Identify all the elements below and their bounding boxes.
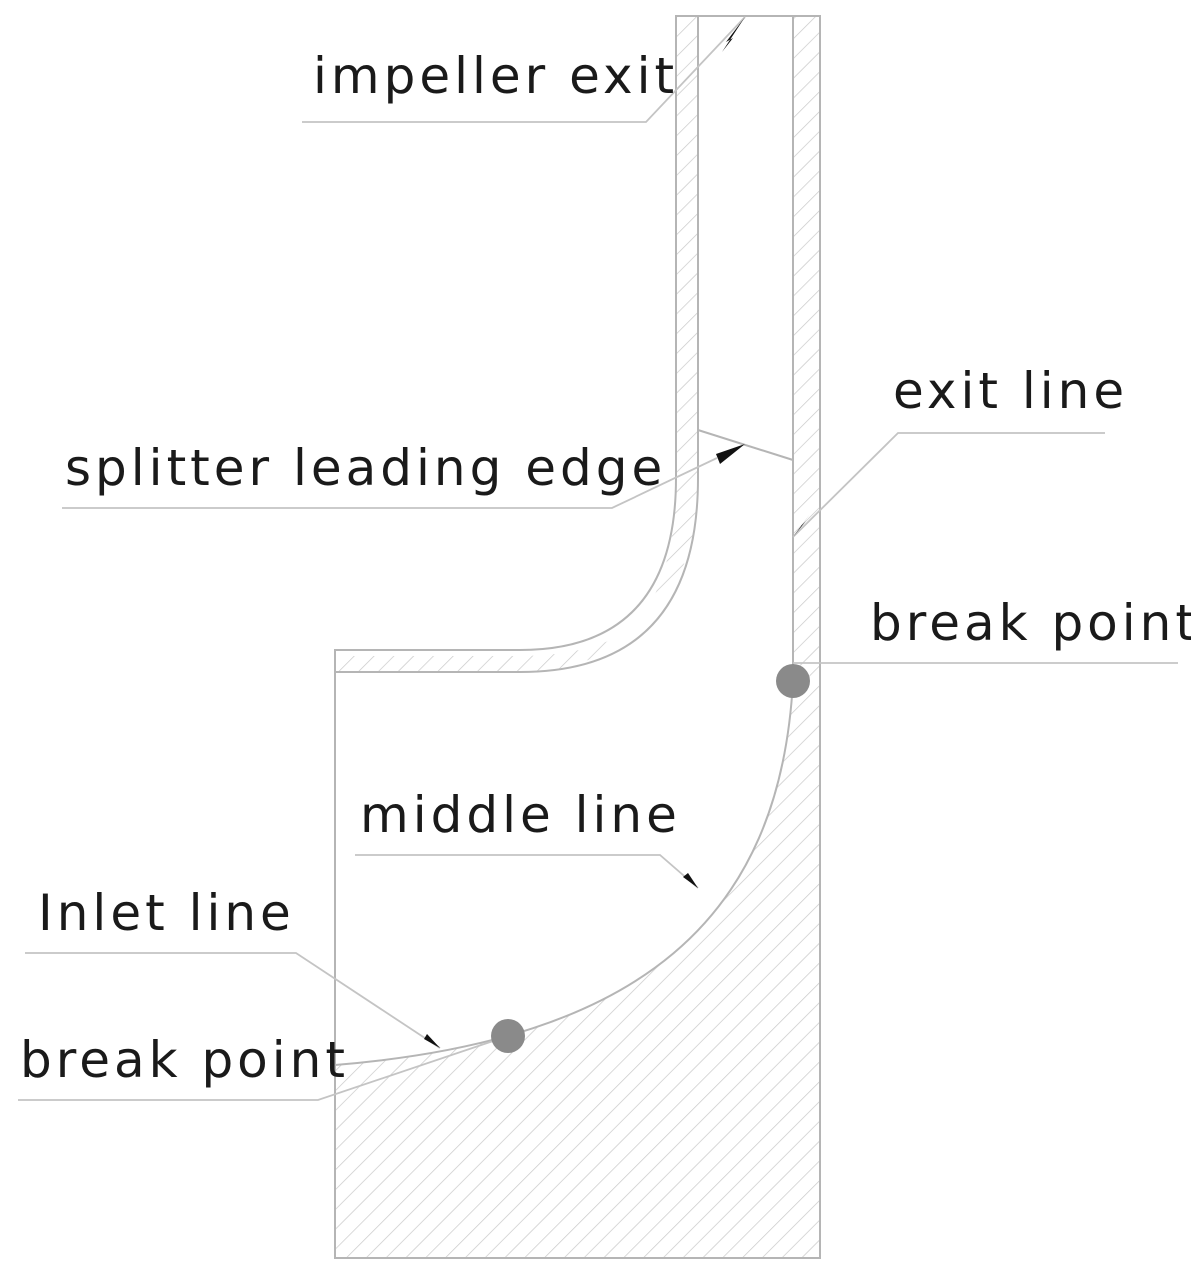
right-wall-hatch — [793, 16, 820, 681]
arrowheads — [424, 17, 810, 1048]
hub-shroud-walls — [335, 16, 820, 1258]
exit-line-arrow — [793, 514, 810, 537]
label-break-point-lower: break point — [20, 1031, 349, 1089]
impeller-exit-arrow — [722, 17, 745, 52]
middle-line-curve — [334, 680, 794, 1066]
label-exit-line: exit line — [893, 362, 1128, 420]
splitter-arrow — [716, 444, 745, 464]
outline-geometry — [334, 15, 821, 1259]
hub-body-hatch — [335, 681, 820, 1258]
splitter-leading-edge-line — [697, 429, 794, 461]
labels: impeller exit splitter leading edge exit… — [20, 47, 1191, 1089]
middle-line-arrow — [683, 873, 698, 888]
break-point-lower-marker — [491, 1019, 525, 1053]
left-wall-hatch — [335, 16, 698, 672]
splitter-leading-edge-leader — [62, 457, 718, 509]
break-point-lower-leader — [18, 1035, 509, 1101]
inlet-line-leader — [25, 952, 441, 1049]
impeller-exit-leader — [302, 16, 746, 123]
break-point-upper-marker — [776, 664, 810, 698]
middle-line-leader — [355, 854, 699, 889]
outer-profile-outline — [334, 15, 821, 1259]
label-break-point-upper: break point — [870, 594, 1191, 652]
label-impeller-exit: impeller exit — [313, 47, 678, 105]
exit-line-leader — [792, 432, 1105, 538]
label-middle-line: middle line — [360, 786, 681, 844]
label-inlet-line: Inlet line — [38, 884, 295, 942]
shroud-inner-line — [335, 16, 699, 673]
inlet-line-arrow — [424, 1034, 440, 1048]
label-splitter-leading-edge: splitter leading edge — [65, 439, 666, 497]
